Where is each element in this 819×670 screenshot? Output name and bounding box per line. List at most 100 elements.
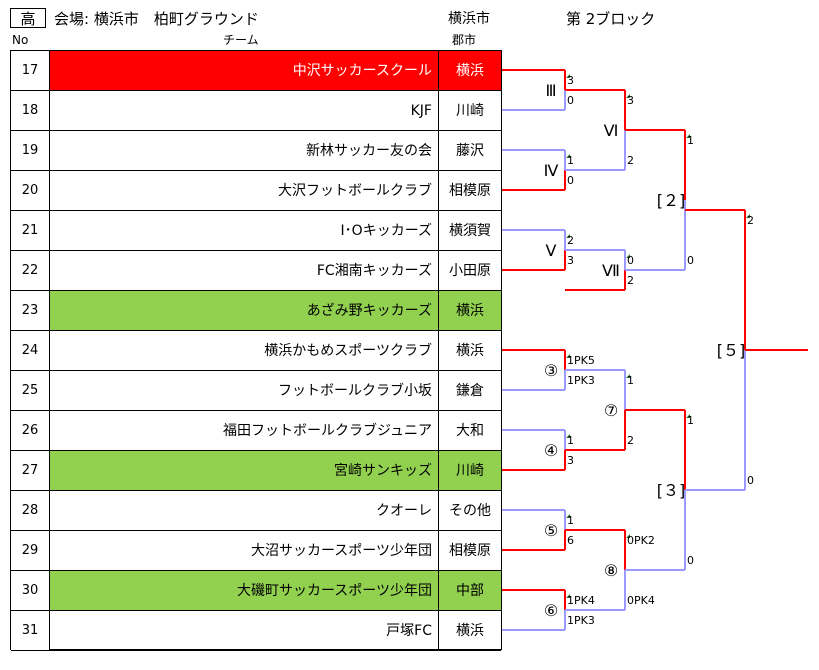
match-score-bottom: 0 xyxy=(567,94,574,107)
cell-marker xyxy=(686,414,690,418)
team-name: 大磯町サッカースポーツ少年団 xyxy=(50,571,439,611)
team-number: 24 xyxy=(11,331,50,371)
team-name: 中沢サッカースクール xyxy=(50,51,439,91)
team-name: あざみ野キッカーズ xyxy=(50,291,439,331)
team-number: 30 xyxy=(11,571,50,611)
match-score-top: 1 xyxy=(567,434,574,447)
match-score-bottom: 1PK3 xyxy=(567,374,595,387)
team-name: フットボールクラブ小坂 xyxy=(50,371,439,411)
high-school-badge: 高 xyxy=(10,8,46,28)
cell-marker xyxy=(746,214,750,218)
team-number: 31 xyxy=(11,611,50,651)
team-name: KJF xyxy=(50,91,439,131)
match-label: [２] xyxy=(657,191,686,210)
team-city: 横浜 xyxy=(439,51,501,91)
team-number: 18 xyxy=(11,91,50,131)
match-score-top: 3 xyxy=(627,94,634,107)
team-city: その他 xyxy=(439,491,501,531)
team-name: 福田フットボールクラブジュニア xyxy=(50,411,439,451)
team-number: 23 xyxy=(11,291,50,331)
col-header-team: チーム xyxy=(223,33,259,47)
team-number: 25 xyxy=(11,371,50,411)
cell-marker xyxy=(566,234,570,238)
match-label: ⑦ xyxy=(604,401,618,420)
team-city: 横浜 xyxy=(439,331,501,371)
match-label: ③ xyxy=(544,361,558,380)
cell-marker xyxy=(566,74,570,78)
col-header-city: 郡市 xyxy=(452,33,477,47)
team-city: 中部 xyxy=(439,571,501,611)
match-score-bottom: 2 xyxy=(627,274,634,287)
team-number: 21 xyxy=(11,211,50,251)
team-name: FC湘南キッカーズ xyxy=(50,251,439,291)
team-name: クオーレ xyxy=(50,491,439,531)
match-score-top: 0PK2 xyxy=(627,534,655,547)
match-score-bottom: 6 xyxy=(567,534,574,547)
match-label: Ⅴ xyxy=(546,241,557,260)
match-score-top: 1 xyxy=(567,514,574,527)
match-label: ⑤ xyxy=(544,521,558,540)
cell-marker xyxy=(566,354,570,358)
match-label: Ⅲ xyxy=(545,81,556,100)
team-number: 20 xyxy=(11,171,50,211)
match-label: ⑥ xyxy=(544,601,558,620)
match-score-top: 2 xyxy=(747,214,754,227)
col-header-no: No xyxy=(12,33,29,47)
cell-marker xyxy=(566,434,570,438)
match-score-bottom: 2 xyxy=(627,434,634,447)
team-name: 戸塚FC xyxy=(50,611,439,651)
match-label: ④ xyxy=(544,441,558,460)
match-score-top: 1 xyxy=(567,154,574,167)
match-label: [３] xyxy=(657,481,686,500)
match-label: Ⅶ xyxy=(602,261,620,280)
team-number: 28 xyxy=(11,491,50,531)
match-score-bottom: 2 xyxy=(627,154,634,167)
team-city: 藤沢 xyxy=(439,131,501,171)
team-city: 小田原 xyxy=(439,251,501,291)
team-city: 横須賀 xyxy=(439,211,501,251)
match-label: [５] xyxy=(717,341,746,360)
match-score-top: 3 xyxy=(567,74,574,87)
match-score-top: 1 xyxy=(687,134,694,147)
match-score-top: 1 xyxy=(627,374,634,387)
block-title: 第 2ブロック xyxy=(566,10,656,28)
match-score-bottom: 0 xyxy=(567,174,574,187)
match-score-top: 2 xyxy=(567,234,574,247)
match-score-bottom: 1PK3 xyxy=(567,614,595,627)
match-label: ⑧ xyxy=(604,561,618,580)
team-name: 新林サッカー友の会 xyxy=(50,131,439,171)
team-city: 川崎 xyxy=(439,91,501,131)
team-number: 22 xyxy=(11,251,50,291)
team-number: 29 xyxy=(11,531,50,571)
cell-marker xyxy=(626,534,630,538)
host-city-label: 横浜市 xyxy=(448,11,490,27)
team-city: 鎌倉 xyxy=(439,371,501,411)
cell-marker xyxy=(626,94,630,98)
team-city: 川崎 xyxy=(439,451,501,491)
cell-marker xyxy=(566,154,570,158)
venue-title: 会場: 横浜市 柏町グラウンド xyxy=(54,10,259,28)
match-score-bottom: 3 xyxy=(567,254,574,267)
match-score-top: 1 xyxy=(687,414,694,427)
cell-marker xyxy=(626,254,630,258)
match-label: Ⅵ xyxy=(604,121,619,140)
cell-marker xyxy=(566,514,570,518)
match-score-bottom: 0 xyxy=(747,474,754,487)
match-score-top: 0 xyxy=(627,254,634,267)
match-score-bottom: 3 xyxy=(567,454,574,467)
team-city: 横浜 xyxy=(439,611,501,651)
team-name: 横浜かもめスポーツクラブ xyxy=(50,331,439,371)
match-score-bottom: 0 xyxy=(687,254,694,267)
match-label: Ⅳ xyxy=(544,161,559,180)
team-name: 宮崎サンキッズ xyxy=(50,451,439,491)
